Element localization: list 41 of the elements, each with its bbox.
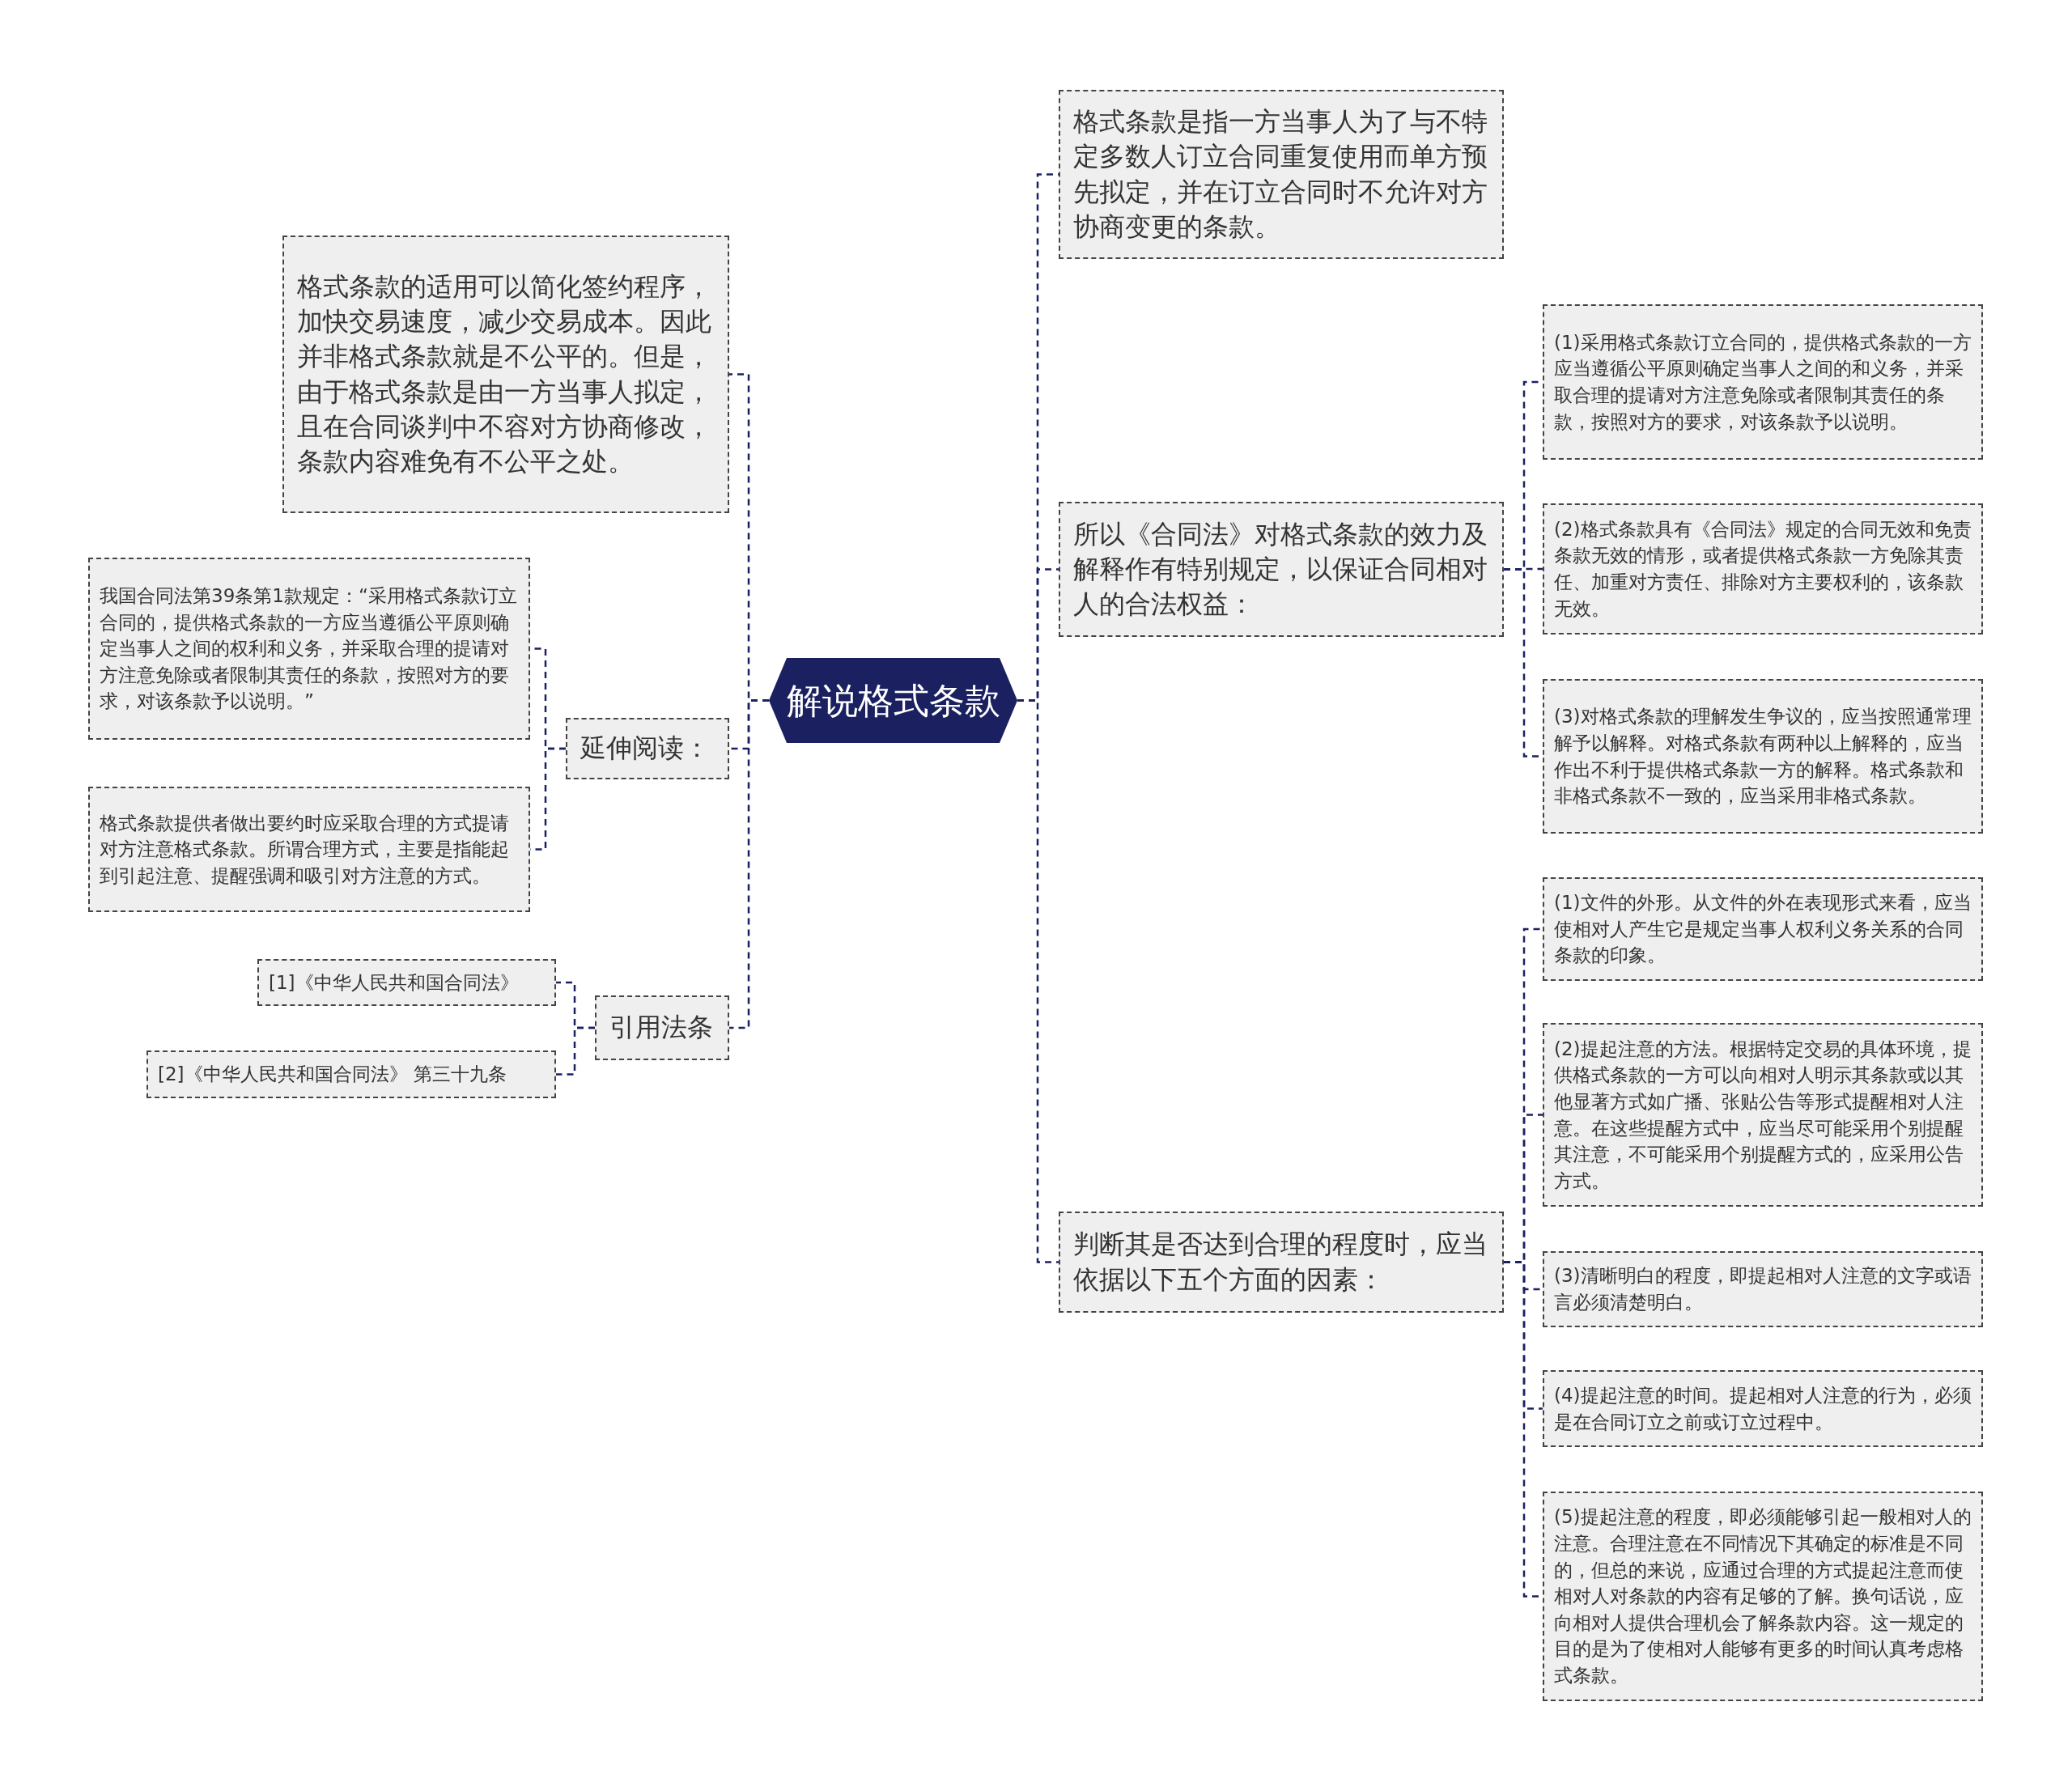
node-text: (2)提起注意的方法。根据特定交易的具体环境，提供格式条款的一方可以向相对人明示其条款或以其他显著方式如广播、张贴公告等形式提醒相对人注意。在这些提醒方式中，应当尽可能采用个别提醒其注意，不可能采用个别提醒方式的，应采用公告方式。 <box>1554 1037 1972 1193</box>
node-text: 判断其是否达到合理的程度时，应当依据以下五个方面的因素： <box>1073 1228 1488 1297</box>
text-box <box>1543 304 1983 460</box>
node-text: (5)提起注意的程度，即必须能够引起一般相对人的注意。合理注意在不同情况下其确定的标准是不同的，但总的来说，应通过合理的方式提起注意而使相对人对条款的内容有足够的了解。换句话说，应向相对人提供合理机会了解条款内容。这一规定的目的是为了使相对人能够有更多的时间认真考虑格式条款。 <box>1554 1505 1972 1688</box>
node-text: 延伸阅读： <box>580 732 711 766</box>
node-text: 格式条款的适用可以简化签约程序，加快交易速度，减少交易成本。因此并非格式条款就是不公平的。但是，由于格式条款是由一方当事人拟定，且在合同谈判中不容对方协商修改，条款内容难免有不公平之处。 <box>297 269 712 478</box>
text-box <box>1543 1492 1983 1701</box>
topic-hexagon <box>769 658 1017 743</box>
text-box <box>566 718 729 779</box>
node-text: 格式条款提供者做出要约时应采取合理的方式提请对方注意格式条款。所谓合理方式，主要是指能起到引起注意、提醒强调和吸引对方注意的方式。 <box>100 811 510 888</box>
node-text: (4)提起注意的时间。提起相对人注意的行为，必须是在合同订立之前或订立过程中。 <box>1554 1383 1972 1434</box>
node-text: (3)对格式条款的理解发生争议的，应当按照通常理解予以解释。对格式条款有两种以上解释的，应当作出不利于提供格式条款一方的解释。格式条款和非格式条款不一致的，应当采用非格式条款。 <box>1554 705 1972 808</box>
text-box <box>1543 679 1983 834</box>
text-box <box>88 558 530 740</box>
connector-line <box>729 699 769 1029</box>
text-box <box>1543 1023 1983 1207</box>
node-text: (3)清晰明白的程度，即提起相对人注意的文字或语言必须清楚明白。 <box>1554 1264 1972 1314</box>
node-text: (1)采用格式条款订立合同的，提供格式条款的一方应当遵循公平原则确定当事人之间的和义务，并采取合理的提请对方注意免除或者限制其责任的条款，按照对方的要求，对该条款予以说明。 <box>1554 330 1972 434</box>
node-text: 所以《合同法》对格式条款的效力及解释作有特别规定，以保证合同相对人的合法权益： <box>1073 517 1488 622</box>
node-text: [1]《中华人民共和国合同法》 <box>269 970 520 995</box>
node-text: 我国合同法第39条第1款规定：“采用格式条款订立合同的，提供格式条款的一方应当遵循公平原则确定当事人之间的权利和义务，并采取合理的提请对方注意免除或者限制其责任的条款，按照对方的要求，对该条款予以说明。” <box>100 584 518 714</box>
node-text: (1)文件的外形。从文件的外在表现形式来看，应当使相对人产生它是规定当事人权利义务关系的合同条款的印象。 <box>1554 891 1972 968</box>
node-text: 格式条款是指一方当事人为了与不特定多数人订立合同重复使用而单方预先拟定，并在订立合同时不允许对方协商变更的条款。 <box>1073 105 1488 244</box>
text-box <box>1543 1370 1983 1447</box>
node-text: 引用法条 <box>609 1011 714 1045</box>
node-text: [2]《中华人民共和国合同法》 第三十九条 <box>158 1063 507 1087</box>
node-text: (2)格式条款具有《合同法》规定的合同无效和免责条款无效的情形，或者提供格式条款一方免除其责任、加重对方责任、排除对方主要权利的，该条款无效。 <box>1554 517 1972 621</box>
text-box <box>1059 90 1504 259</box>
text-box <box>88 787 530 912</box>
connector-line <box>1017 699 1059 1263</box>
text-box <box>146 1050 556 1098</box>
topic-title: 解说格式条款 <box>786 679 1000 723</box>
text-box <box>1543 877 1983 981</box>
text-box <box>1543 503 1983 634</box>
text-box <box>595 995 729 1060</box>
text-box <box>1059 1212 1504 1313</box>
text-box <box>282 236 729 513</box>
text-box <box>1543 1251 1983 1327</box>
text-box <box>1059 502 1504 637</box>
text-box <box>257 959 556 1006</box>
connector-line <box>556 1026 595 1076</box>
